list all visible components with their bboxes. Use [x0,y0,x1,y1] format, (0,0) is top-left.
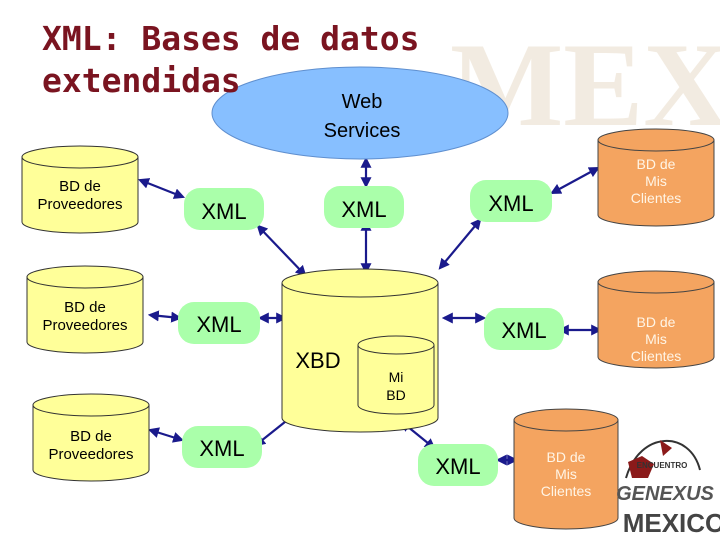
provider-db-3-line2: Proveedores [48,446,133,463]
xml-node-7: XML [418,444,498,486]
mi-bd-line2: BD [386,387,405,403]
provider-db-3-line1: BD de [70,428,112,445]
xml-node-6: XML [182,426,262,468]
client-db-1-line3: Clientes [631,190,682,206]
client-db-2: BD de Mis Clientes [597,270,715,369]
provider-db-1-line2: Proveedores [37,196,122,213]
client-db-1-line1: BD de [637,156,676,172]
xml-label-5: XML [501,318,546,343]
provider-db-2: BD de Proveedores [26,265,144,354]
xml-label-3: XML [488,191,533,216]
arrow-prov3-xml [147,427,185,443]
xml-node-4: XML [178,302,260,344]
xml-label-7: XML [435,454,480,479]
logo-line2: GENEXUS [616,483,714,505]
arrow-prov2-xml [147,310,183,323]
xml-node-2: XML [324,186,404,228]
xml-node-3: XML [470,180,552,222]
provider-db-2-line1: BD de [64,299,106,316]
xml-label-2: XML [341,197,386,222]
mi-bd-db: Mi BD [357,335,435,415]
provider-db-1: BD de Proveedores [21,145,139,234]
arrow-client1-xml [550,166,600,195]
client-db-1: BD de Mis Clientes [597,128,715,227]
client-db-2-line3: Clientes [631,348,682,364]
arrow-xml-right-xbd [438,218,482,270]
central-xbd-label: XBD [295,348,340,373]
provider-db-2-line2: Proveedores [42,317,127,334]
xml-node-5: XML [484,308,564,350]
provider-db-3: BD de Proveedores [32,393,150,482]
client-db-3: BD de Mis Clientes [513,408,619,530]
web-services-label-line2: Services [324,120,401,142]
client-db-2-line1: BD de [637,314,676,330]
slide-title-line2: extendidas [42,61,241,100]
client-db-2-line2: Mis [645,331,667,347]
client-db-3-line3: Clientes [541,483,592,499]
client-db-3-line2: Mis [555,466,577,482]
slide-title-line1: XML: Bases de datos [42,19,420,58]
xml-node-1: XML [184,188,264,230]
mi-bd-line1: Mi [389,369,404,385]
arrow-prov1-xml [137,178,186,199]
xml-label-6: XML [199,436,244,461]
arrow-xml-xbd-1 [256,224,307,277]
connector-arrows [137,156,603,466]
xml-label-4: XML [196,312,241,337]
client-db-1-line2: Mis [645,173,667,189]
web-services-label-line1: Web [342,91,383,113]
web-services-node: Web Services [211,66,509,160]
genexus-logo: ENCUENTRO GENEXUS MEXICO [616,440,720,538]
logo-line3: MEXICO [623,508,720,538]
client-db-3-line1: BD de [547,449,586,465]
xml-label-1: XML [201,199,246,224]
provider-db-1-line1: BD de [59,178,101,195]
slide-title: XML: Bases de datos extendidas [42,18,512,102]
logo-line1: ENCUENTRO [637,461,688,470]
